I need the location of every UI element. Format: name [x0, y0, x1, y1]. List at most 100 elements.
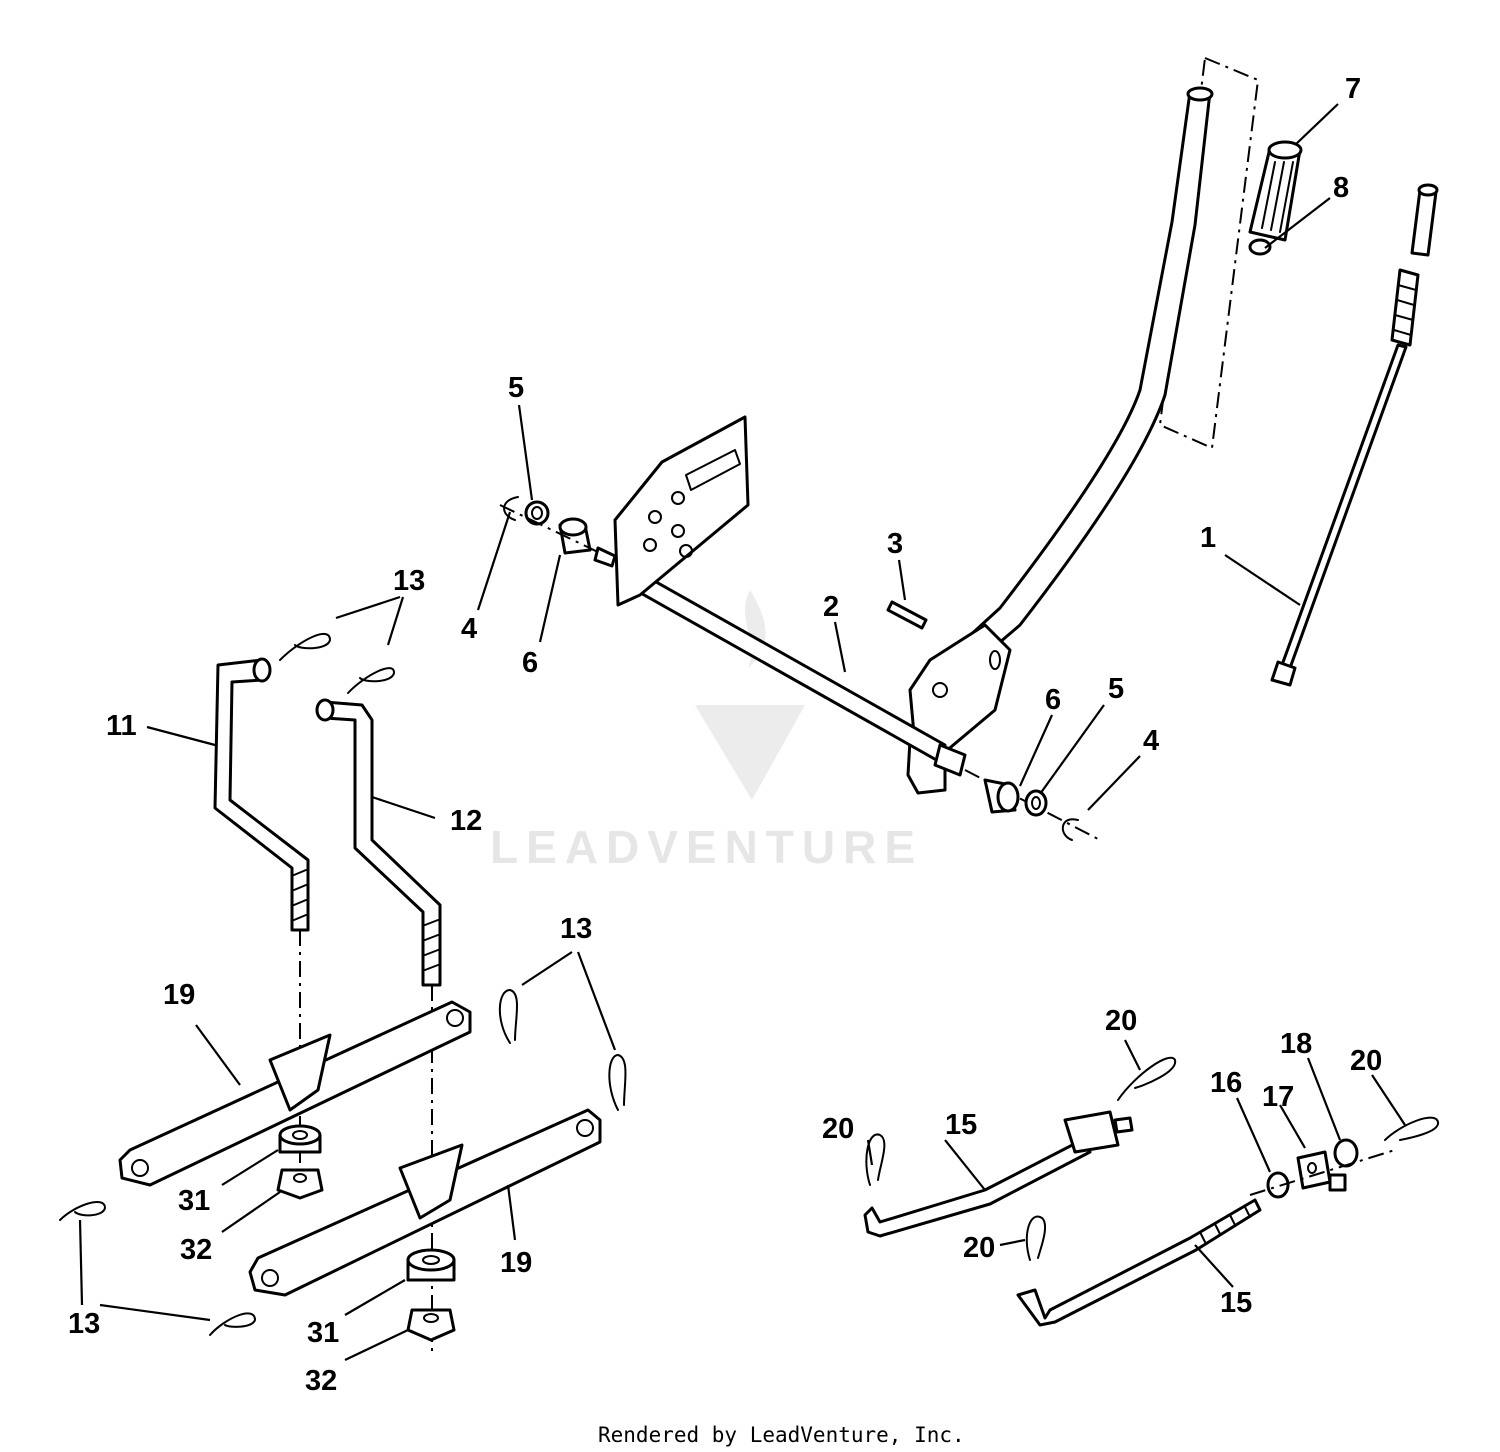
hairpin-clip-icon [1384, 1116, 1439, 1141]
plate-hole [648, 510, 662, 524]
bushing-nut-lower [406, 1248, 456, 1342]
plate [613, 415, 750, 607]
hairpin-clip-icon [209, 1312, 256, 1336]
grip-rib [1261, 161, 1276, 229]
adjust-rod-lower [1016, 1198, 1262, 1327]
footer-credit: Rendered by LeadVenture, Inc. [598, 1423, 965, 1447]
link-12-body [323, 700, 442, 987]
callout-2: 2 [823, 591, 839, 623]
callout-7: 7 [1345, 73, 1361, 105]
shaft-stub-left [593, 546, 617, 568]
callout-12: 12 [450, 805, 482, 837]
arm-hole [131, 1159, 149, 1177]
bushing-nut-upper [276, 1124, 324, 1200]
shaft-end [933, 743, 967, 777]
center-line [499, 504, 601, 554]
callout-15: 15 [1220, 1287, 1252, 1319]
thread [1214, 1223, 1221, 1235]
plate-hole [671, 491, 685, 505]
plate-hole [643, 538, 657, 552]
callout-13: 13 [560, 913, 592, 945]
rod-shaft [1280, 343, 1408, 670]
thread [1244, 1206, 1251, 1218]
rod-15-lower [1016, 1198, 1262, 1327]
bushing-31-top [406, 1248, 456, 1272]
leader-lines [78, 103, 1406, 1361]
callout-20: 20 [822, 1113, 854, 1145]
callout-19: 19 [500, 1247, 532, 1279]
arm-hole [261, 1269, 279, 1287]
thread [293, 914, 307, 921]
handle-bracket [908, 623, 1012, 754]
lift-assist-rod [1270, 183, 1439, 687]
block-hole [1307, 1162, 1317, 1174]
nut-16 [1266, 1171, 1290, 1199]
lift-link-12 [315, 698, 442, 987]
thread [1229, 1214, 1236, 1226]
grip-top [1267, 140, 1303, 160]
callout-8: 8 [1333, 172, 1349, 204]
thread [424, 919, 439, 926]
callout-1: 1 [1200, 522, 1216, 554]
link-12-end [315, 698, 335, 722]
arm-hole [446, 1009, 464, 1027]
spring-coil [1397, 284, 1417, 291]
hairpin-clip-icon [279, 633, 331, 661]
lift-handle [963, 90, 1212, 657]
spring-coil [1394, 314, 1414, 321]
link-11-end [252, 657, 272, 683]
callout-31: 31 [178, 1185, 210, 1217]
adjust-block-upper [1063, 1110, 1120, 1154]
callout-17: 17 [1262, 1081, 1294, 1113]
handle-grip [1248, 140, 1303, 242]
callout-6: 6 [522, 647, 538, 679]
block-screw [1328, 1173, 1347, 1192]
hairpin-clip-icon [1117, 1056, 1177, 1101]
adjust-screw-upper [1113, 1116, 1134, 1134]
hairpin-clips-20 [865, 1056, 1439, 1261]
hairpin-clip-icon [1025, 1215, 1047, 1261]
arm-pocket [268, 1033, 332, 1112]
callout-13: 13 [68, 1308, 100, 1340]
thread [293, 884, 307, 891]
bushing-right-rim [996, 781, 1020, 813]
callout-4: 4 [461, 613, 477, 645]
callout-16: 16 [1210, 1067, 1242, 1099]
hairpin-clip-icon [865, 1133, 886, 1186]
hairpin-clips [59, 633, 627, 1336]
callout-15: 15 [945, 1109, 977, 1141]
bracket-slot [989, 650, 1001, 670]
spring-coil [1393, 329, 1412, 336]
thread [1199, 1231, 1206, 1243]
watermark: LEADVENTURE [490, 590, 923, 873]
hairpin-clip-icon [347, 667, 396, 694]
nut-32-hole [293, 1173, 307, 1183]
callout-32: 32 [305, 1365, 337, 1397]
hairpin-clip-icon [608, 1054, 627, 1111]
lift-handle-assembly [628, 86, 1214, 795]
thread [424, 934, 439, 941]
thread [424, 964, 439, 971]
arm-pocket [398, 1143, 464, 1220]
callout-13: 13 [393, 565, 425, 597]
grip-outline [1158, 56, 1260, 450]
callout-32: 32 [180, 1234, 212, 1266]
washer-left [524, 500, 550, 526]
callout-31: 31 [307, 1317, 339, 1349]
rod-handle-top [1417, 183, 1439, 197]
plate-hole [679, 544, 693, 558]
arm-hole [576, 1119, 594, 1137]
bushing-31-hole [422, 1255, 440, 1265]
nut-32 [276, 1168, 324, 1200]
lift-link-11 [213, 657, 310, 932]
watermark-logo-icon [695, 590, 805, 800]
washer-right-hole [1031, 796, 1041, 810]
nut-32 [406, 1308, 456, 1342]
callout-18: 18 [1280, 1028, 1312, 1060]
lift-arm-lower [248, 1108, 602, 1297]
watermark-text: LEADVENTURE [490, 821, 923, 873]
thread [293, 899, 307, 906]
callouts: 1 2 3 4 4 5 5 6 6 7 8 11 12 13 13 13 15 … [68, 73, 1382, 1397]
